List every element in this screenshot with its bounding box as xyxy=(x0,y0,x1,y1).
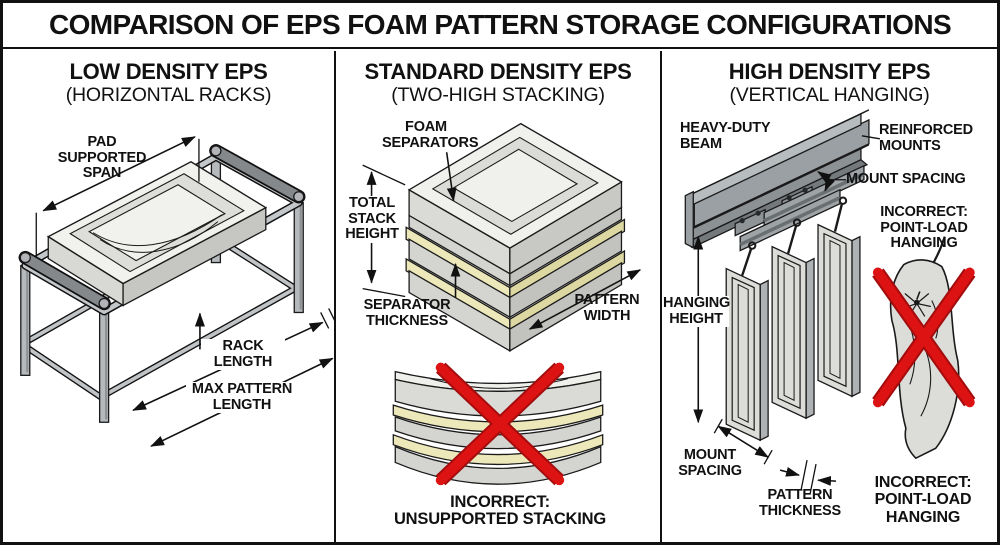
leader-reinforced-mounts xyxy=(861,135,881,140)
pattern-recess xyxy=(431,136,599,235)
red-x-point-load xyxy=(872,267,976,408)
label-pad-supported-span: PAD SUPPORTED SPAN xyxy=(57,134,147,181)
hanging-hooks xyxy=(741,196,848,276)
foam-pattern-slab xyxy=(46,160,268,307)
stacking-illustration xyxy=(362,122,642,486)
caption-incorrect-point-load: INCORRECT: POINT-LOAD HANGING xyxy=(874,474,972,526)
panel-container: LOW DENSITY EPS (HORIZONTAL RACKS) xyxy=(3,51,997,542)
caption-incorrect-unsupported: INCORRECT: UNSUPPORTED STACKING xyxy=(393,493,607,529)
heavy-duty-beam xyxy=(684,109,870,249)
panel-standard-density: STANDARD DENSITY EPS (TWO-HIGH STACKING) xyxy=(334,51,662,542)
note-incorrect-point-load: INCORRECT: POINT-LOAD HANGING xyxy=(880,204,968,251)
label-max-pattern-length: MAX PATTERN LENGTH xyxy=(186,381,298,413)
pad-tube-front xyxy=(18,250,111,311)
label-separator-thickness: SEPARATOR THICKNESS xyxy=(363,297,451,329)
pad-tube-back xyxy=(209,144,306,204)
label-reinforced-mounts: REINFORCED MOUNTS xyxy=(879,122,973,154)
label-mount-spacing-bottom: MOUNT SPACING xyxy=(678,447,742,479)
storage-rack xyxy=(18,144,306,423)
hanging-channels xyxy=(739,164,865,252)
dimension-mount-spacing-bottom xyxy=(713,418,773,465)
hanging-panels xyxy=(725,223,861,442)
panel-low-density: LOW DENSITY EPS (HORIZONTAL RACKS) xyxy=(3,51,334,542)
red-x-unsupported xyxy=(435,362,565,486)
leader-foam-separators xyxy=(445,152,457,202)
panel-subheading: (TWO-HIGH STACKING) xyxy=(391,84,605,107)
label-rack-length: RACK LENGTH xyxy=(201,338,285,370)
panel-subheading: (VERTICAL HANGING) xyxy=(729,84,930,107)
horizontal-rack-illustration xyxy=(18,136,334,447)
label-pattern-width: PATTERN WIDTH xyxy=(574,292,640,324)
label-foam-separators: FOAM SEPARATORS xyxy=(382,119,479,151)
panel-heading: STANDARD DENSITY EPS xyxy=(364,59,632,84)
panel-subheading: (HORIZONTAL RACKS) xyxy=(65,84,272,107)
label-pattern-thickness: PATTERN THICKNESS xyxy=(759,487,841,519)
label-heavy-duty-beam: HEAVY-DUTY BEAM xyxy=(680,120,771,152)
vertical-hanging-illustration xyxy=(684,109,976,495)
leader-mount-spacing-top xyxy=(817,171,846,192)
panel-heading: LOW DENSITY EPS xyxy=(69,59,268,84)
diagram-title: COMPARISON OF EPS FOAM PATTERN STORAGE C… xyxy=(3,3,997,49)
dimension-pattern-thickness xyxy=(779,460,837,495)
dimension-pattern-width xyxy=(528,269,642,330)
panel-high-density: HIGH DENSITY EPS (VERTICAL HANGING) xyxy=(662,51,997,542)
dimension-pad-supported-span xyxy=(35,136,200,257)
label-hanging-height: HANGING HEIGHT xyxy=(663,295,731,327)
label-mount-spacing-top: MOUNT SPACING xyxy=(846,171,966,187)
label-total-stack-height: TOTAL STACK HEIGHT xyxy=(342,195,402,243)
panel-heading: HIGH DENSITY EPS xyxy=(728,59,931,84)
